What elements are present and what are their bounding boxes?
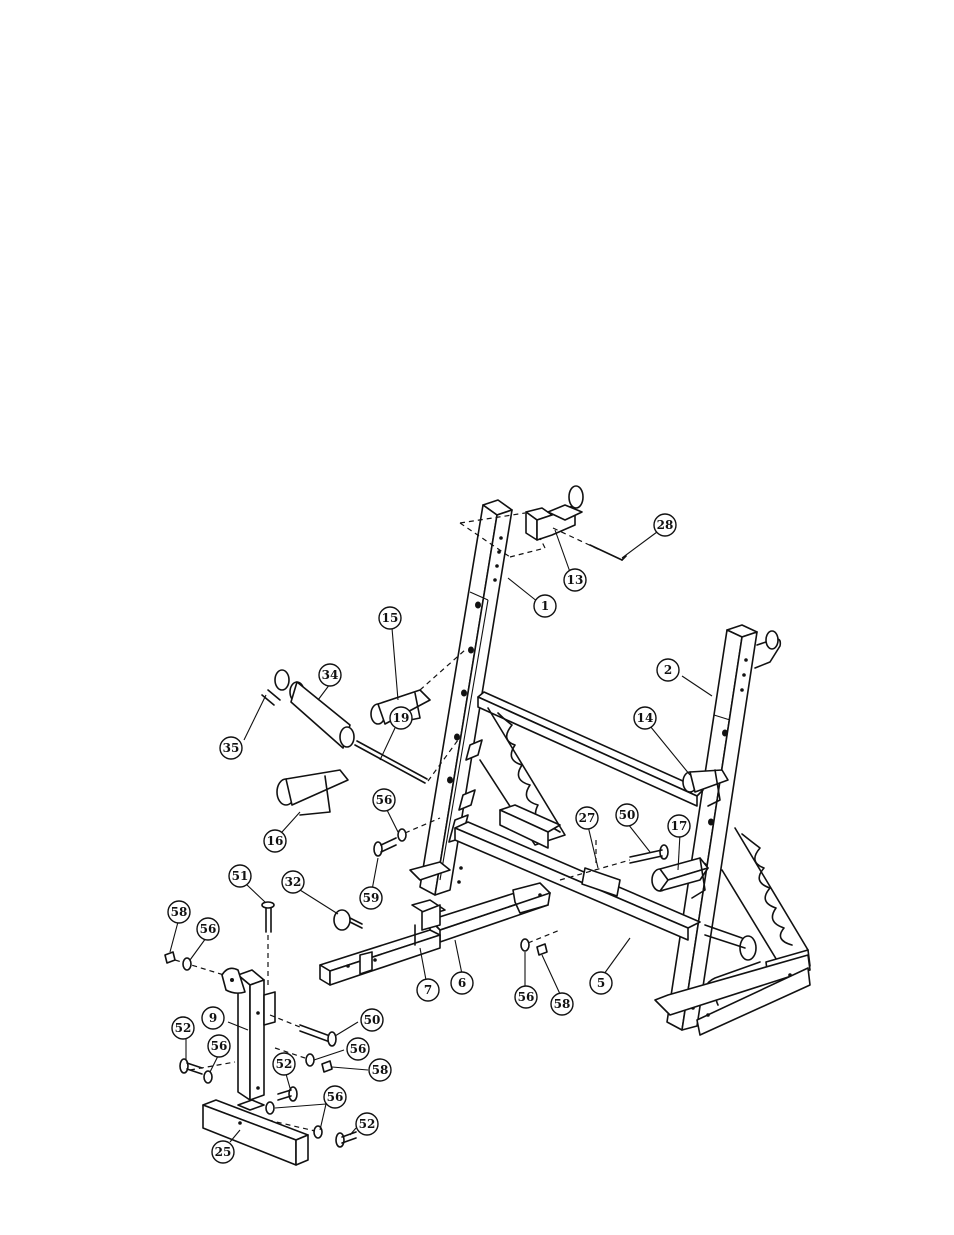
callout-labels: 28 13 1 15 2 34 19 35 14 16 56 27 50 17 … [167,513,691,1164]
callout-text: 58 [372,1063,389,1077]
callout-28: 28 [653,513,677,537]
callout-text: 25 [215,1145,232,1159]
callout-text: 9 [209,1011,217,1025]
callout-56-right-lower: 56 [346,1037,370,1061]
clip-part-35 [261,669,290,706]
callout-32: 32 [281,870,305,894]
rear-base-frame [409,861,811,1036]
callout-text: 16 [267,834,284,848]
callout-text: 56 [327,1090,344,1104]
callout-58-left: 58 [167,900,191,924]
callout-text: 15 [382,611,399,625]
callout-35: 35 [219,736,243,760]
callout-52-bottom: 52 [355,1112,379,1136]
bolt-part-50-upper [559,844,669,881]
callout-52-middle: 52 [272,1052,296,1076]
callout-text: 51 [232,869,249,883]
hook-part-17 [651,857,709,899]
callout-51: 51 [228,864,252,888]
callout-text: 27 [579,811,596,825]
callout-50-lower: 50 [360,1008,384,1032]
sleeve-part-34 [289,681,355,749]
callout-text: 52 [359,1117,376,1131]
front-upright-part-9 [174,935,276,1101]
callout-text: 56 [211,1039,228,1053]
callout-text: 13 [567,573,584,587]
extension-tube-part-7 [319,899,446,986]
bolt-part-50-lower [269,1014,337,1047]
hook-part-16 [276,769,349,816]
callout-text: 35 [223,741,240,755]
callout-6: 6 [450,971,474,995]
pin-part-19 [354,739,459,784]
callout-58-lower: 58 [368,1058,392,1082]
callout-56-upper: 56 [372,788,396,812]
callout-text: 34 [322,668,339,682]
callout-58-middle: 58 [550,992,574,1016]
callout-52-left: 52 [171,1016,195,1040]
callout-25: 25 [211,1140,235,1164]
callout-19: 19 [389,706,413,730]
callout-text: 14 [637,711,654,725]
callout-27: 27 [575,806,599,830]
callout-text: 7 [424,983,432,997]
callout-15: 15 [378,606,402,630]
hook-part-14 [682,769,729,807]
leader-lines [169,529,713,1143]
callout-text: 5 [597,976,605,990]
callout-7: 7 [416,978,440,1002]
callout-text: 58 [171,905,188,919]
pin-part-28 [589,544,627,561]
callout-14: 14 [633,706,657,730]
callout-56-left: 56 [196,917,220,941]
callout-text: 56 [350,1042,367,1056]
bolt-part-51 [261,901,275,933]
callout-56-bottom: 56 [323,1085,347,1109]
extension-tube-part-6 [429,882,551,943]
callout-text: 59 [363,891,380,905]
callout-2: 2 [656,658,680,682]
nut-washer-58-56-left [164,951,192,971]
callout-50-upper: 50 [615,803,639,827]
callout-text: 6 [458,976,466,990]
callout-text: 19 [393,711,410,725]
callout-56-left-lower: 56 [207,1034,231,1058]
base-foot-part-25 [202,1099,309,1166]
callout-text: 28 [657,518,674,532]
callout-text: 50 [619,808,636,822]
callout-text: 2 [664,663,672,677]
callout-text: 50 [364,1013,381,1027]
callout-17: 17 [667,814,691,838]
washer-bolt-56-59 [373,817,441,857]
hook-part-13 [459,485,601,558]
top-crossbar [477,691,704,807]
callout-text: 56 [200,922,217,936]
callout-13: 13 [563,568,587,592]
callout-text: 32 [285,875,302,889]
callout-text: 58 [554,997,571,1011]
callout-16: 16 [263,829,287,853]
callout-text: 56 [376,793,393,807]
callout-9: 9 [201,1006,225,1030]
callout-text: 52 [276,1057,293,1071]
callout-56-middle: 56 [514,985,538,1009]
washer-nut-56-58-middle [520,929,561,956]
callout-text: 52 [175,1021,192,1035]
callout-59: 59 [359,886,383,910]
callout-1: 1 [533,594,557,618]
knob-part-32 [333,909,363,931]
left-weight-horn-plate [458,707,566,846]
upright-part-1 [419,499,513,896]
callout-text: 1 [541,599,549,613]
callout-text: 56 [518,990,535,1004]
callout-text: 17 [671,819,688,833]
callout-5: 5 [589,971,613,995]
callout-34: 34 [318,663,342,687]
